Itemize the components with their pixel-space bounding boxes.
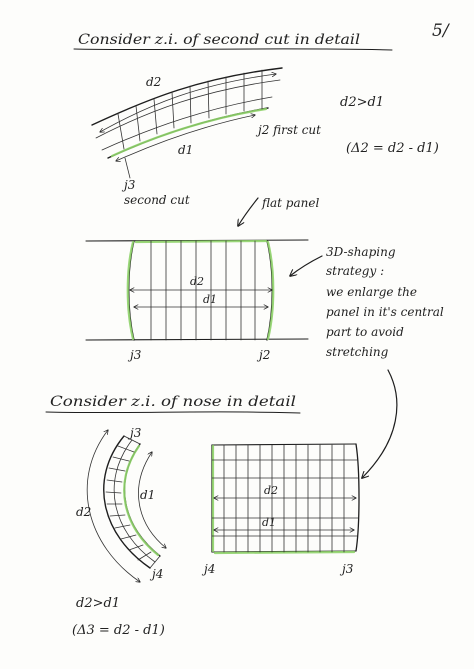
strip-second-cut-label: second cut xyxy=(124,193,190,207)
panel-j3-label: j3 xyxy=(127,348,142,362)
panel-right-highlight xyxy=(266,240,275,341)
lower-panel-d2-label: d2 xyxy=(264,484,278,497)
page-number: 5/ xyxy=(432,21,451,41)
strategy-line-4: panel in it's central xyxy=(326,305,444,319)
curved-strip-diagram xyxy=(91,67,283,179)
strip-d2-label: d2 xyxy=(146,75,161,89)
strategy-arrow xyxy=(290,255,323,276)
lower-panel-grid-rows xyxy=(211,459,359,537)
lower-panel-right xyxy=(355,443,360,552)
nose-j3-label: j3 xyxy=(127,426,142,440)
strategy-line-3: we enlarge the xyxy=(326,285,417,299)
nose-d1-arrow xyxy=(138,452,166,548)
strip-outer-edge xyxy=(91,67,283,126)
section1-delta: (Δ2 = d2 - d1) xyxy=(346,141,439,156)
section2-heading: Consider z.i. of nose in detail xyxy=(50,394,296,410)
panel-ribs xyxy=(150,240,256,341)
flat-panel-label: flat panel xyxy=(261,196,319,210)
strip-d1-arrow xyxy=(116,115,255,161)
strip-j3-leader xyxy=(124,157,131,179)
strategy-line-2: strategy : xyxy=(326,264,384,278)
strategy-line-5: part to avoid xyxy=(326,325,404,339)
panel-left-highlight xyxy=(126,240,135,341)
flat-panel-diagram xyxy=(85,239,309,341)
long-curved-arrow xyxy=(362,369,398,478)
strip-j3-label: j3 xyxy=(121,178,136,192)
nose-d1-label: d1 xyxy=(140,488,155,502)
lower-panel-j3-label: j3 xyxy=(339,562,354,576)
strategy-line-6: stretching xyxy=(326,345,389,359)
section2-delta: (Δ3 = d2 - d1) xyxy=(72,623,165,638)
nose-strip-diagram xyxy=(86,430,166,582)
strip-guide-upper xyxy=(95,79,281,139)
lower-panel-diagram xyxy=(211,443,360,555)
lower-panel-j4-label: j4 xyxy=(201,562,215,576)
nose-d2-arrow xyxy=(86,430,140,582)
panel-d1-label: d1 xyxy=(203,293,217,306)
section1-heading: Consider z.i. of second cut in detail xyxy=(78,32,360,48)
panel-d2-label: d2 xyxy=(190,275,204,288)
flat-panel-arrow xyxy=(238,197,259,226)
lower-panel-d1-label: d1 xyxy=(262,516,276,529)
strategy-note: 3D-shaping strategy : we enlarge the pan… xyxy=(326,245,444,359)
nose-j4-label: j4 xyxy=(149,567,163,581)
panel-top-highlight xyxy=(134,239,268,244)
nose-d2-label: d2 xyxy=(76,505,91,519)
strip-d1-label: d1 xyxy=(178,143,193,157)
panel-j2-label: j2 xyxy=(256,348,270,362)
lower-panel-bottom-highlight xyxy=(213,550,356,555)
nose-outer-edge xyxy=(103,435,151,569)
strategy-line-1: 3D-shaping xyxy=(326,245,396,259)
section2-inequality: d2>d1 xyxy=(76,596,120,611)
section1-inequality: d2>d1 xyxy=(340,95,384,110)
panel-bottom-line xyxy=(85,338,309,341)
strip-j2-label: j2 first cut xyxy=(255,123,321,137)
section2-underline xyxy=(45,411,301,414)
section1-underline xyxy=(73,48,393,51)
strip-ribs xyxy=(117,69,263,150)
